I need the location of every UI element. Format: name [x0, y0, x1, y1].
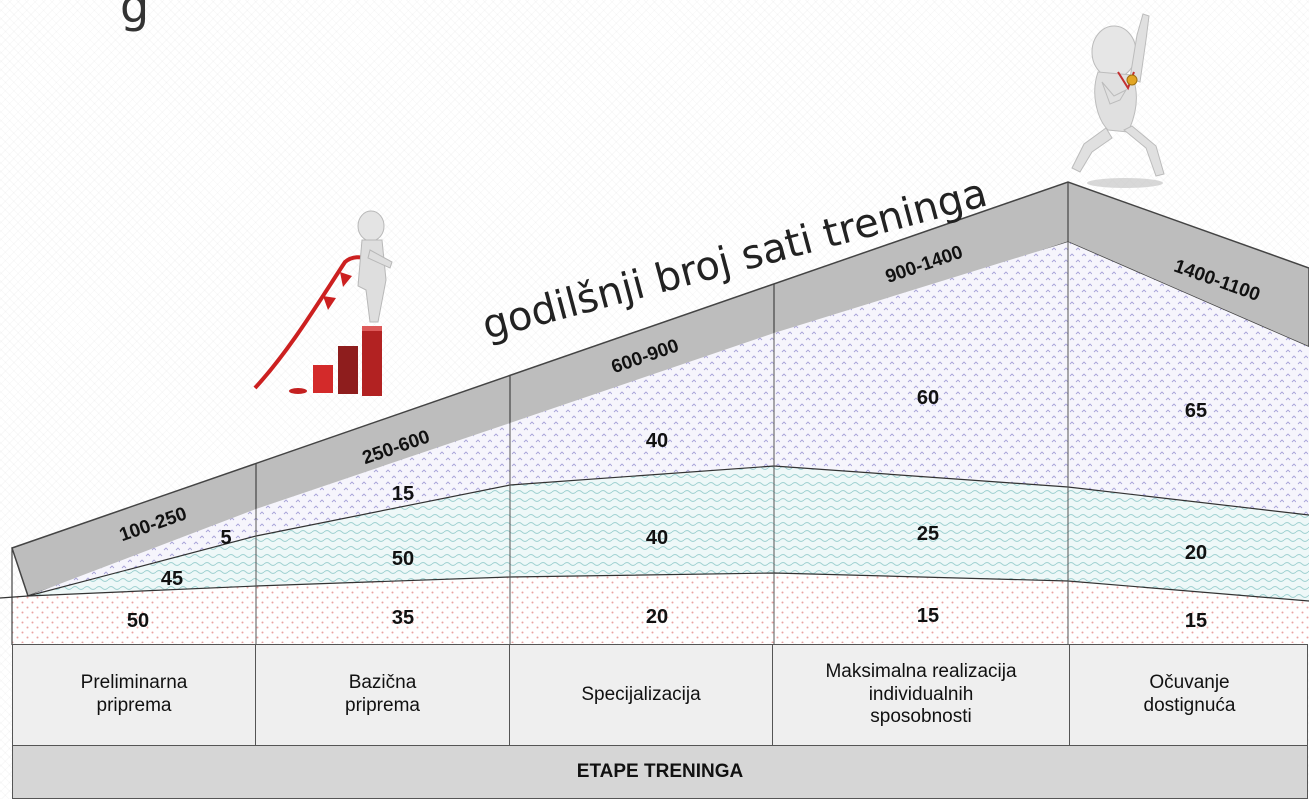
- pct-col3-bottom: 20: [646, 606, 668, 628]
- pct-col5-bottom: 15: [1185, 610, 1207, 632]
- figure-jumping-with-medal-icon: [1071, 13, 1165, 188]
- pct-col1-top: 5: [220, 527, 231, 549]
- pct-col4-top: 60: [917, 387, 939, 409]
- stage-preservation: Očuvanje dostignuća: [1143, 672, 1236, 716]
- area-bottom-shape: [12, 573, 1309, 643]
- stage-max-realization: Maksimalna realizacija individualnih spo…: [773, 645, 1070, 745]
- pct-col4-bottom: 15: [917, 605, 939, 627]
- area-middle: [28, 466, 1309, 601]
- stage-preliminary: Preliminarna priprema: [13, 645, 256, 745]
- cropped-heading-fragment: g: [120, 0, 149, 33]
- pct-col3-mid: 40: [646, 527, 668, 549]
- figure-climbing-bar-chart-icon: [253, 210, 393, 396]
- pct-col1-bottom: 50: [127, 610, 149, 632]
- pct-col2-top: 15: [392, 483, 414, 505]
- stage-specialization: Specijalizacija: [510, 645, 773, 745]
- pct-col3-top: 40: [646, 430, 668, 452]
- stage-basic: Bazična priprema: [256, 645, 510, 745]
- pct-col5-mid: 20: [1185, 542, 1207, 564]
- pct-col2-bottom: 35: [392, 607, 414, 629]
- training-volume-diagram: g 100-250 250-600 600-900 900-1400 1400-…: [0, 0, 1309, 645]
- area-top: [28, 242, 1309, 596]
- pct-col2-mid: 50: [392, 548, 414, 570]
- training-stages-footer: ETAPE TRENINGA: [12, 746, 1308, 799]
- pct-col4-mid: 25: [917, 523, 939, 545]
- pct-col5-top: 65: [1185, 400, 1207, 422]
- stage-row: Preliminarna priprema Bazična priprema S…: [12, 644, 1308, 746]
- pct-col1-mid: 45: [161, 568, 183, 590]
